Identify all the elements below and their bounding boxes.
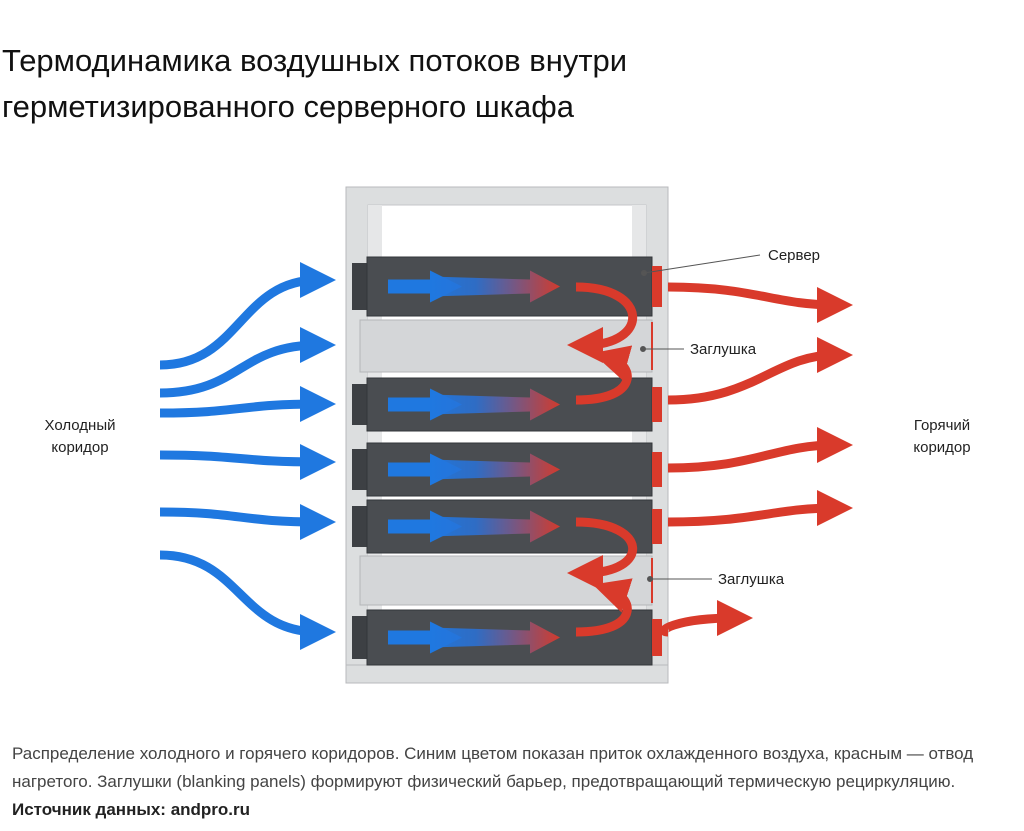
- cold-aisle-arrow: [159, 443, 336, 480]
- recirculation-arrows: [567, 282, 638, 637]
- hot-aisle-label: коридор: [913, 439, 970, 456]
- server-unit: [352, 377, 662, 432]
- hot-aisle-arrow: [659, 600, 753, 637]
- airflow-diagram: Сервер Заглушка Заглушка Холодный коридо…: [45, 186, 971, 684]
- caption-text: Распределение холодного и горячего корид…: [12, 744, 974, 791]
- blank-panel-label: Заглушка: [718, 571, 785, 588]
- cold-aisle-arrow: [159, 386, 336, 423]
- heating-air-arrow: [430, 621, 560, 654]
- cold-aisle-label: Холодный: [45, 417, 116, 434]
- cold-aisle-arrow: [159, 550, 336, 650]
- callouts: [640, 254, 761, 582]
- heating-air-arrow: [430, 388, 560, 421]
- heating-air-arrow: [430, 453, 560, 486]
- figure-caption: Распределение холодного и горячего корид…: [12, 740, 1012, 824]
- hot-aisle-arrow: [667, 337, 853, 405]
- server-unit: [352, 442, 662, 497]
- page-title: Термодинамика воздушных потоков внутри г…: [2, 43, 628, 124]
- blank-panel: [359, 555, 653, 606]
- cold-aisle-arrow: [159, 503, 336, 540]
- caption-source: Источник данных: andpro.ru: [12, 800, 251, 819]
- heating-air-arrow: [430, 510, 560, 543]
- server-unit: [352, 256, 662, 317]
- blank-panel-label: Заглушка: [690, 341, 757, 358]
- server-label: Сервер: [768, 247, 820, 264]
- server-unit: [352, 609, 662, 666]
- hot-aisle-arrow: [667, 490, 853, 527]
- cold-aisle-arrow: [159, 262, 336, 370]
- heating-air-arrow: [430, 270, 560, 303]
- hot-aisle-label: Горячий: [914, 417, 970, 434]
- hot-aisle-arrow: [667, 282, 853, 323]
- cold-aisle-arrow: [159, 327, 336, 398]
- cold-aisle-label: коридор: [51, 439, 108, 456]
- hot-aisle-arrow: [667, 427, 853, 473]
